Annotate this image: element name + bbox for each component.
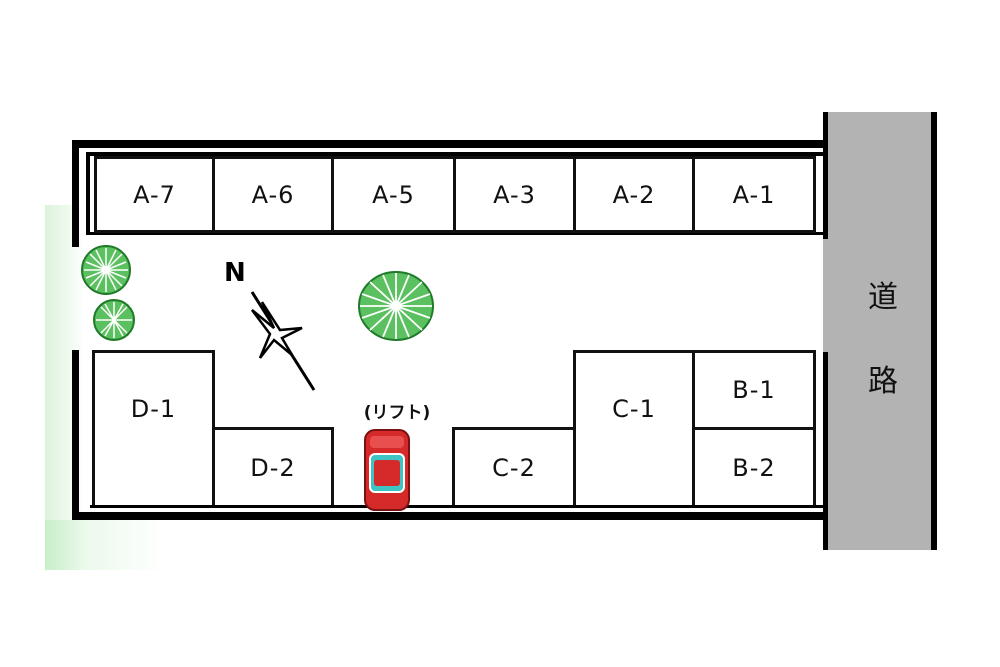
parking-slot-a2[interactable]: A-2: [573, 156, 695, 233]
parking-slot-d1[interactable]: D-1: [92, 350, 215, 508]
parking-slot-a1[interactable]: A-1: [692, 156, 816, 233]
lot-wall-bottom: [72, 512, 828, 520]
road-edge: [823, 112, 828, 239]
slot-label: D-1: [130, 395, 177, 423]
lift-label: (リフト): [363, 403, 431, 423]
parking-slot-a5[interactable]: A-5: [331, 156, 456, 233]
lot-wall-top: [72, 140, 828, 148]
slot-label: A-3: [493, 180, 536, 209]
parking-slot-a3[interactable]: A-3: [453, 156, 576, 233]
parking-slot-a6[interactable]: A-6: [212, 156, 334, 233]
slot-label: A-7: [133, 180, 176, 209]
row-a-frame: [86, 152, 90, 235]
slot-label: A-5: [372, 180, 415, 209]
road-label-2: 路: [868, 364, 898, 399]
slot-label: D-2: [250, 453, 296, 482]
north-label: N: [224, 258, 246, 288]
slot-label: C-1: [612, 395, 656, 423]
parking-slot-c1[interactable]: C-1: [573, 350, 695, 508]
slot-label: A-1: [732, 180, 776, 209]
road-edge: [823, 352, 828, 550]
row-a-frame: [86, 232, 823, 235]
car-icon[interactable]: [362, 428, 412, 512]
parking-slot-c2[interactable]: C-2: [452, 427, 576, 508]
tree-icon: [358, 271, 434, 341]
compass-icon: [250, 291, 316, 391]
tree-icon: [81, 245, 135, 341]
lot-wall-left: [72, 350, 79, 520]
parking-slot-d2[interactable]: D-2: [212, 427, 334, 508]
road-edge: [931, 112, 937, 550]
road-label-1: 道: [868, 280, 898, 315]
parking-slot-b1[interactable]: B-1: [692, 350, 816, 430]
parking-slot-b2[interactable]: B-2: [692, 427, 816, 508]
green-fade-bottom: [45, 520, 165, 570]
slot-label: B-2: [732, 453, 776, 482]
slot-label: A-6: [251, 180, 295, 209]
parking-slot-a7[interactable]: A-7: [94, 156, 215, 233]
slot-label: C-2: [492, 453, 536, 482]
lot-wall-left: [72, 140, 79, 247]
road: [823, 112, 937, 550]
row-bottom-frame: [90, 505, 823, 508]
slot-label: B-1: [732, 376, 776, 404]
row-a-frame: [86, 152, 823, 156]
slot-label: A-2: [612, 180, 656, 209]
